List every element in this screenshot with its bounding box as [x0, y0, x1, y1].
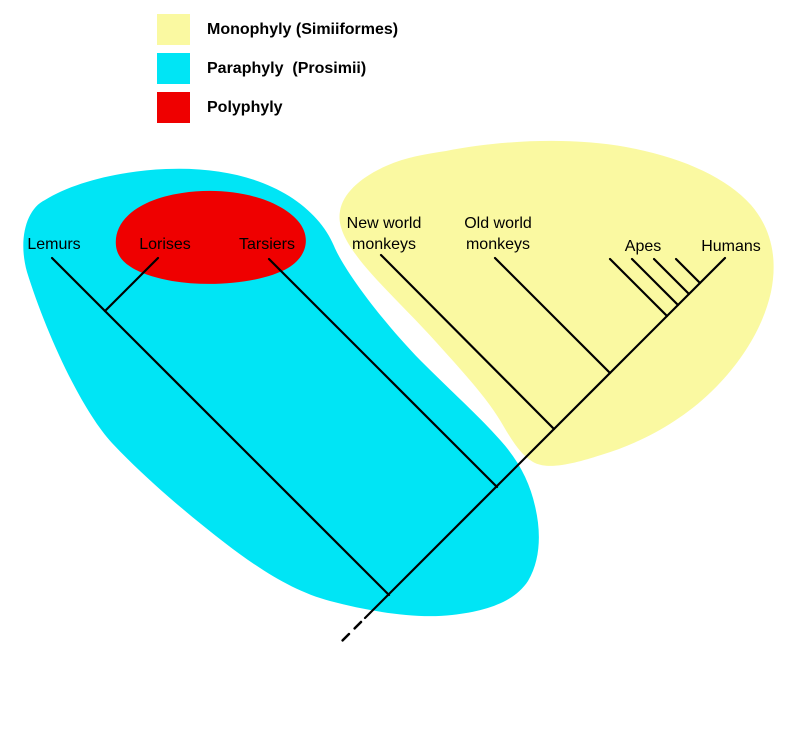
legend-row-polyphyly: Polyphyly: [157, 92, 398, 123]
trunk-line: [363, 256, 727, 620]
taxon-label-lorises: Lorises: [139, 236, 191, 253]
legend-label-paraphyly: Paraphyly (Prosimii): [207, 60, 367, 77]
branch-ape-3-line: [652, 257, 691, 296]
paraphyly-blob: [23, 168, 539, 617]
legend-label-monophyly: Monophyly (Simiiformes): [207, 21, 399, 38]
branch-tarsiers-line: [267, 257, 499, 489]
legend-row-paraphyly: Paraphyly (Prosimii): [157, 53, 398, 84]
branch-lemurs-line: [50, 256, 107, 313]
branch-ape-1-line: [608, 257, 669, 318]
paraphyly-swatch-icon: [157, 53, 190, 84]
branch-lemur-loris-clade-line: [103, 309, 391, 597]
branch-lorises-line: [103, 256, 160, 313]
branch-old-world-monkeys-line: [493, 256, 612, 375]
taxon-label-apes: Apes: [624, 238, 662, 255]
legend: Monophyly (Simiiformes) Paraphyly (Prosi…: [157, 14, 398, 131]
polyphyly-swatch-icon: [157, 92, 190, 123]
taxon-label-new-world-monkeys: New world monkeys: [346, 215, 422, 253]
legend-label-polyphyly: Polyphyly: [207, 99, 283, 116]
taxon-label-humans: Humans: [701, 238, 761, 255]
monophyly-swatch-icon: [157, 14, 190, 45]
monophyly-blob: [339, 140, 774, 466]
legend-row-monophyly: Monophyly (Simiiformes): [157, 14, 398, 45]
root-dashed-line: [336, 620, 363, 647]
taxon-label-tarsiers: Tarsiers: [238, 236, 296, 253]
polyphyly-blob: [115, 190, 306, 284]
branch-ape-2-line: [630, 257, 680, 307]
taxon-label-old-world-monkeys: Old world monkeys: [464, 215, 532, 253]
branch-new-world-monkeys-line: [379, 253, 556, 431]
branch-ape-4-line: [674, 257, 702, 285]
taxon-label-lemurs: Lemurs: [27, 236, 81, 253]
